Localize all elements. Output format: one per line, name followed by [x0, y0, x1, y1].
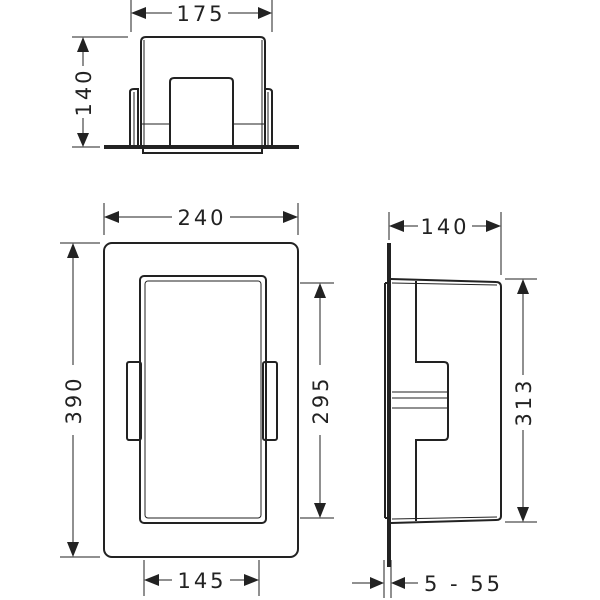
dim-front-height: 390: [62, 375, 86, 424]
top-view: 175 140: [72, 0, 299, 154]
top-view-notch: [169, 77, 234, 147]
top-view-flanges: [129, 88, 273, 147]
front-frame: [103, 242, 299, 558]
top-view-body: [140, 36, 266, 147]
left-tab: [126, 361, 142, 441]
dim-top-depth: 140: [72, 67, 96, 116]
dim-opening-width: 145: [177, 569, 226, 593]
right-tab: [262, 361, 278, 441]
dim-top-width: 175: [176, 2, 225, 26]
dim-side-depth: 140: [420, 215, 469, 239]
dim-opening-height: 295: [309, 375, 333, 424]
top-view-plate: [142, 146, 263, 154]
dim-front-width: 240: [177, 206, 226, 230]
front-opening: [139, 275, 267, 524]
dim-wall-thickness: 5 - 55: [424, 572, 503, 596]
dim-body-height: 313: [512, 377, 536, 426]
side-body: [390, 278, 502, 524]
side-notch: [415, 281, 449, 521]
side-view: 140 313 5 - 55: [352, 212, 537, 598]
front-view: 240 390 295 145: [60, 203, 334, 596]
